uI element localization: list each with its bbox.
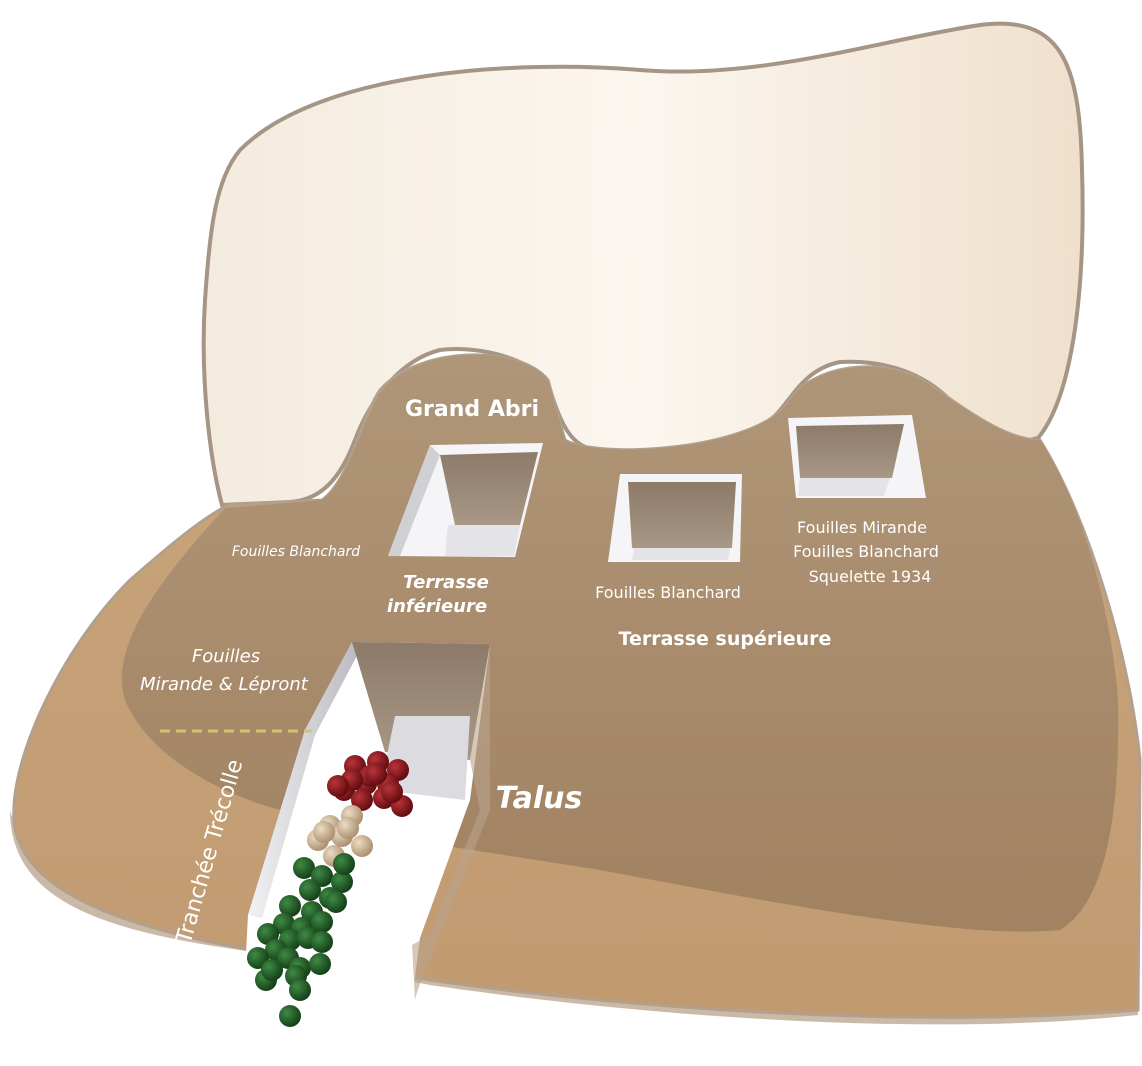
green-artifact-ball (325, 891, 347, 913)
beige-artifact-ball (313, 821, 335, 843)
green-artifact-ball (309, 953, 331, 975)
label-fouilles-mirande-lepront-1: Fouilles (192, 646, 260, 667)
beige-artifact-ball (337, 817, 359, 839)
rock-shelter-wall (201, 21, 1085, 508)
label-talus: Talus (496, 781, 583, 816)
red-artifact-ball (381, 781, 403, 803)
green-artifact-ball (331, 871, 353, 893)
red-artifact-ball (327, 775, 349, 797)
green-artifact-ball (261, 959, 283, 981)
label-fouilles-blanchard-right: Fouilles Blanchard (793, 542, 939, 561)
pit-right (788, 415, 926, 498)
green-artifact-ball (333, 853, 355, 875)
green-artifact-ball (311, 931, 333, 953)
green-artifact-ball (279, 895, 301, 917)
label-terrasse-superieure: Terrasse supérieure (619, 628, 832, 650)
label-terrasse-inferieure-2: inférieure (387, 596, 487, 617)
green-artifact-ball (293, 857, 315, 879)
beige-artifact-ball (351, 835, 373, 857)
green-artifact-ball (299, 879, 321, 901)
red-artifact-ball (365, 763, 387, 785)
label-fouilles-blanchard-left: Fouilles Blanchard (232, 544, 360, 560)
artifact-clusters (247, 751, 413, 1027)
label-squelette-1934: Squelette 1934 (809, 567, 932, 586)
green-artifact-ball (279, 1005, 301, 1027)
label-grand-abri: Grand Abri (405, 397, 539, 422)
pit-left (388, 443, 543, 557)
label-fouilles-mirande: Fouilles Mirande (797, 518, 927, 537)
label-fouilles-blanchard-center: Fouilles Blanchard (595, 583, 741, 602)
red-artifact-ball (351, 789, 373, 811)
pit-center (608, 474, 742, 562)
label-terrasse-inferieure-1: Terrasse (403, 572, 489, 593)
label-fouilles-mirande-lepront-2: Mirande & Lépront (140, 674, 309, 695)
green-artifact-ball (289, 979, 311, 1001)
green-artifact-ball (311, 911, 333, 933)
